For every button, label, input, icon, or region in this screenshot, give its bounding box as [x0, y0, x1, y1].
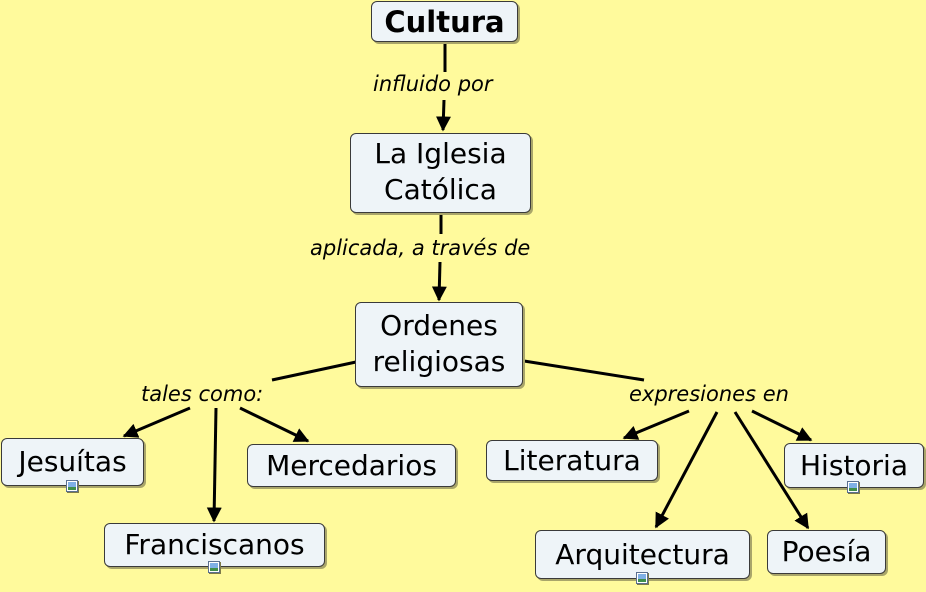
concept-mercedarios[interactable]: Mercedarios	[247, 444, 456, 487]
concept-arquitectura[interactable]: Arquitectura	[535, 530, 750, 579]
edge-aplicada-to-ordenes	[431, 261, 447, 302]
edge-ordenes-to-tales	[271, 360, 357, 382]
edge-expresiones-to-historia	[751, 409, 813, 442]
concept-franciscanos[interactable]: Franciscanos	[104, 523, 325, 567]
link-influido-por: influido por	[373, 72, 493, 96]
concept-literatura[interactable]: Literatura	[486, 440, 658, 481]
edge-tales-to-mercedarios	[239, 406, 310, 443]
edge-expresiones-to-arquitectura	[654, 411, 719, 529]
link-expresiones-en: expresiones en	[629, 382, 789, 406]
concept-cultura[interactable]: Cultura	[371, 1, 518, 42]
image-resource-icon[interactable]	[66, 480, 78, 492]
edge-influido-to-iglesia	[435, 99, 451, 132]
edge-expresiones-to-literatura	[622, 409, 690, 440]
concept-jesuitas[interactable]: Jesuítas	[1, 438, 144, 486]
edge-ordenes-to-expresiones	[523, 359, 645, 382]
link-aplicada-a-traves-de: aplicada, a través de	[310, 236, 531, 260]
concept-poesia[interactable]: Poesía	[767, 530, 886, 574]
concept-ordenes-religiosas[interactable]: Ordenes religiosas	[355, 302, 523, 387]
image-resource-icon[interactable]	[636, 572, 648, 584]
edge-expresiones-to-poesia	[733, 411, 810, 530]
image-resource-icon[interactable]	[208, 561, 220, 573]
edge-tales-to-franciscanos	[206, 407, 222, 523]
edge-tales-to-jesuitas	[122, 406, 191, 438]
image-resource-icon[interactable]	[847, 481, 859, 493]
concept-iglesia-catolica[interactable]: La Iglesia Católica	[350, 133, 531, 213]
link-tales-como: tales como:	[141, 382, 264, 406]
concept-historia[interactable]: Historia	[784, 443, 924, 488]
